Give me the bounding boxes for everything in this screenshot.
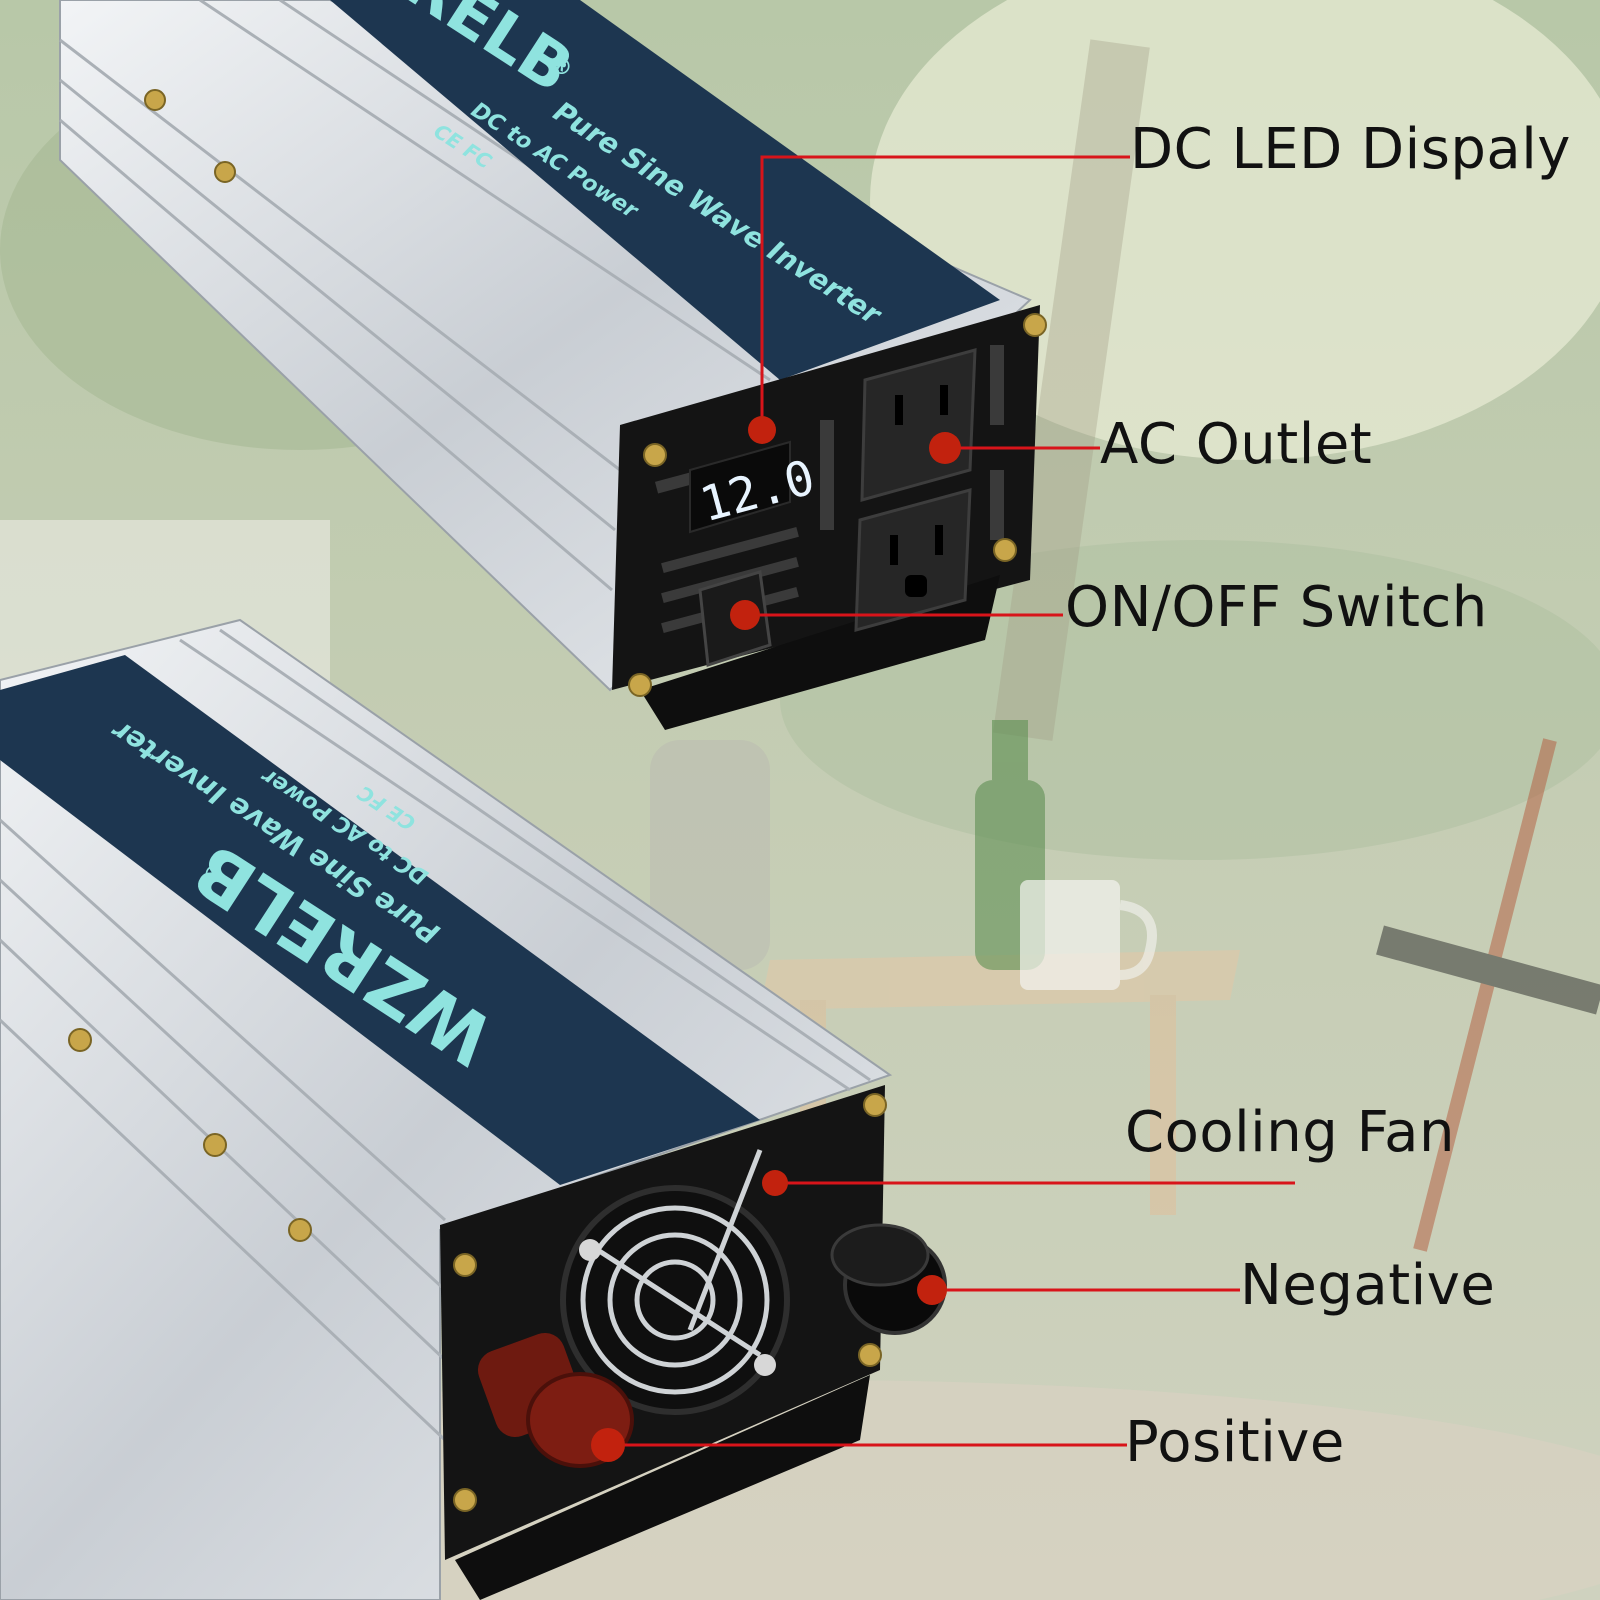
- outlet-slot: [890, 535, 898, 565]
- bottom-panel-screw: [453, 1488, 477, 1512]
- background-lantern: [650, 740, 770, 970]
- marker-negative: [917, 1275, 947, 1305]
- fan-screw: [579, 1239, 601, 1261]
- bottom-side-screw: [68, 1028, 92, 1052]
- callout-positive: Positive: [1125, 1410, 1345, 1475]
- outlet-slot: [935, 525, 943, 555]
- marker-positive: [591, 1428, 625, 1462]
- marker-on-off-switch: [730, 600, 760, 630]
- bottom-inverter: WZRELB ® Pure Sine Wave Inverter DC to A…: [0, 618, 947, 1600]
- top-inverter: WZRELB ® Pure Sine Wave Inverter DC to A…: [59, 0, 1047, 730]
- top-label-strip: [330, 0, 1000, 380]
- top-side-screw: [144, 89, 166, 111]
- callout-cooling-fan: Cooling Fan: [1125, 1100, 1455, 1165]
- fan-guard-bar: [588, 1242, 762, 1358]
- callout-dc-led-display: DC LED Dispaly: [1130, 117, 1571, 182]
- marker-dots: [591, 416, 961, 1462]
- top-panel-screw: [643, 443, 667, 467]
- bottom-panel-screw: [863, 1093, 887, 1117]
- bottom-mounting-foot: [455, 1375, 870, 1600]
- callout-on-off-switch: ON/OFF Switch: [1065, 575, 1488, 640]
- negative-terminal[interactable]: [830, 1223, 947, 1335]
- bottom-inverter-fins: [0, 628, 871, 1442]
- top-panel-screw: [993, 538, 1017, 562]
- bottom-panel-screw: [858, 1343, 882, 1367]
- callout-ac-outlet: AC Outlet: [1100, 412, 1373, 477]
- fan-guard-ring: [634, 1259, 716, 1341]
- outlet-ground: [905, 575, 927, 597]
- fan-guard-ring: [607, 1232, 743, 1368]
- marker-ac-outlet: [929, 432, 961, 464]
- leader-dc-led-display: [760, 155, 1130, 430]
- leader-lines: [608, 155, 1295, 1447]
- outlet-slot: [940, 385, 948, 415]
- fan-screw: [754, 1354, 776, 1376]
- marker-cooling-fan: [762, 1170, 788, 1196]
- marker-dc-led-display: [748, 416, 776, 444]
- top-side-screw: [214, 161, 236, 183]
- callout-negative: Negative: [1240, 1253, 1496, 1318]
- bottom-panel-screw: [453, 1253, 477, 1277]
- fan-guard-ring: [580, 1205, 770, 1395]
- top-panel-screw: [1023, 313, 1047, 337]
- outlet-slot: [895, 395, 903, 425]
- top-led-display: [689, 440, 791, 534]
- cooling-fan: [560, 1149, 790, 1415]
- bottom-side-screw: [288, 1218, 312, 1242]
- bottom-label-strip: [0, 655, 760, 1185]
- fan-guard-bar: [687, 1149, 763, 1331]
- bottom-side-screw: [203, 1133, 227, 1157]
- top-panel-screw: [628, 673, 652, 697]
- background-chair: [1376, 738, 1600, 1252]
- background-mug: [1020, 880, 1157, 990]
